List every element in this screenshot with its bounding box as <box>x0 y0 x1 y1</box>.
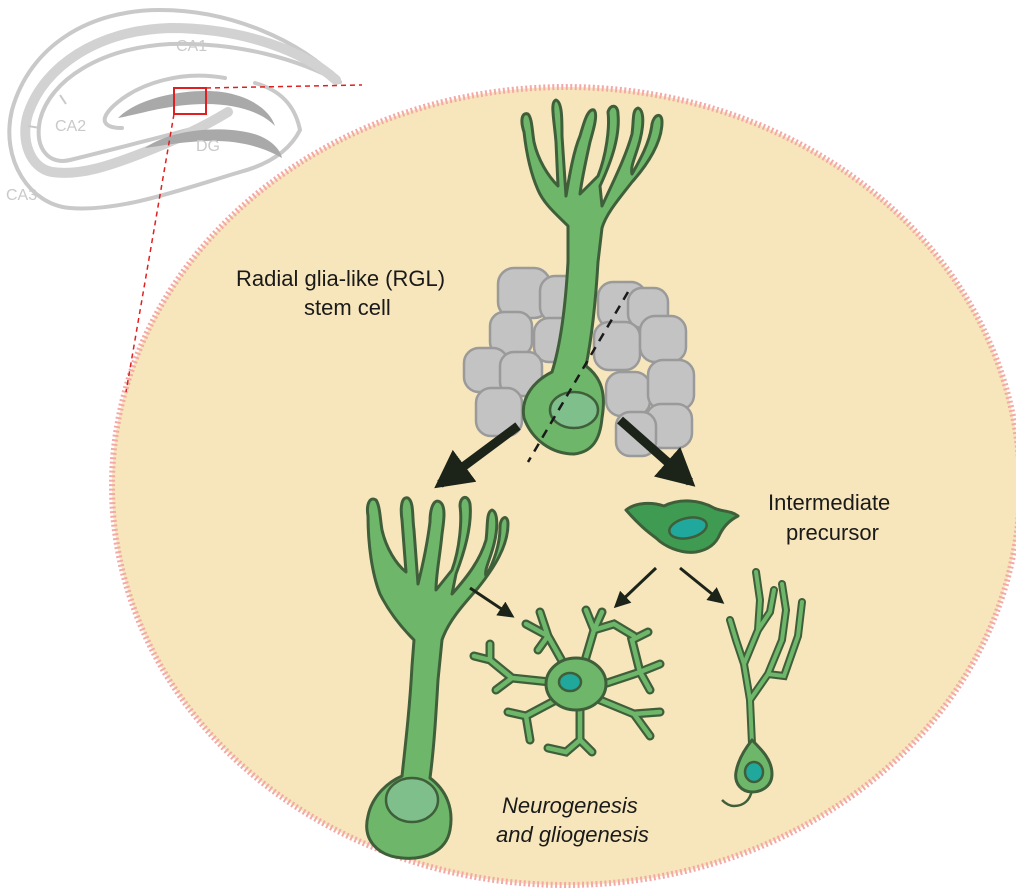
daughter-rgl-cell-body <box>365 496 510 860</box>
newborn-neuron-cell <box>721 568 806 808</box>
granule-cell <box>638 314 688 364</box>
arrow-to-intermediate-precursor <box>617 416 696 487</box>
region-label-ca2: CA2 <box>55 118 86 135</box>
daughter-rgl-cell <box>365 496 510 860</box>
zoom-line-top <box>205 84 363 89</box>
rgl-stem-cell-nucleus <box>548 390 600 430</box>
intermediate-precursor-nucleus <box>668 516 708 540</box>
arrow-precursor-to-astrocyte <box>613 566 658 609</box>
rgl-label-line1: Radial glia-like (RGL) <box>236 266 445 291</box>
asymmetric-division-line <box>526 291 630 463</box>
rgl-label-line2: stem cell <box>304 295 391 320</box>
ca-boundary-tick <box>27 125 41 129</box>
astrocyte-processes-fill <box>471 607 663 755</box>
astrocyte-nucleus <box>557 671 583 693</box>
rgl-stem-cell <box>520 98 664 456</box>
dg-upper-blade <box>118 91 275 126</box>
neuron-dendrites-fill <box>728 570 804 746</box>
astrocyte-cell <box>469 605 665 757</box>
ca-boundary-tick <box>59 94 67 105</box>
granule-cell <box>604 370 652 418</box>
region-label-dg: DG <box>196 138 220 155</box>
dg-lower-blade <box>145 129 282 158</box>
daughter-rgl-nucleus <box>384 776 440 824</box>
zoom-ellipse <box>109 84 1016 888</box>
granule-cell <box>592 320 642 372</box>
intermediate-precursor-label-line1: Intermediate <box>768 490 890 515</box>
neuron-nucleus <box>743 760 765 784</box>
zoom-line-left <box>125 113 175 393</box>
intermediate-precursor-label-line2: precursor <box>786 520 879 545</box>
arrow-rgl-to-astrocyte <box>469 586 515 618</box>
neurogenesis-label-line1: Neurogenesis <box>502 793 638 818</box>
neurogenesis-label-line2: and gliogenesis <box>496 822 649 847</box>
region-label-ca3: CA3 <box>6 187 37 204</box>
zoom-region-box <box>173 87 207 115</box>
neuron-axon <box>721 789 754 808</box>
rgl-stem-cell-body <box>520 98 664 456</box>
hippocampus-schematic: CA1 CA2 CA3 DG <box>6 7 342 211</box>
region-label-ca1: CA1 <box>176 38 207 55</box>
hippocampus-outline <box>7 7 342 211</box>
granule-cell-cluster <box>462 266 696 458</box>
arrow-to-rgl-self-renewal <box>434 422 521 489</box>
intermediate-precursor-cell <box>624 499 740 554</box>
granule-cell <box>646 358 696 412</box>
ca-pyramidal-layer <box>20 22 341 178</box>
arrow-precursor-to-neuron <box>679 566 725 604</box>
